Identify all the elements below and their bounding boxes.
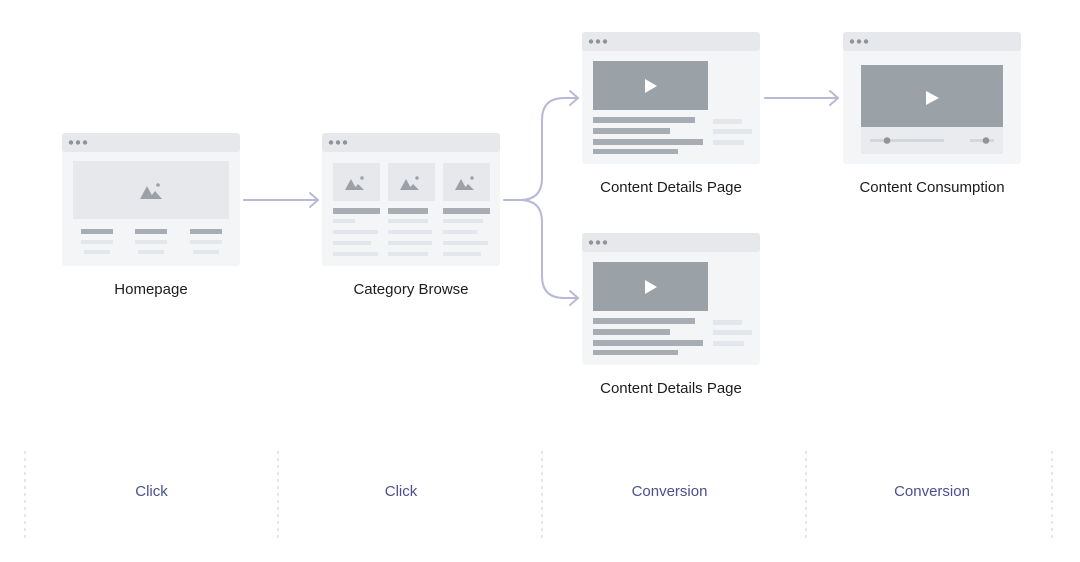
content-consumption-label: Content Consumption [859,179,1005,196]
stage-dividers [24,451,1053,540]
homepage-wireframe [62,133,240,266]
mountain-image-icon [345,176,474,190]
content-details-bottom-label: Content Details Page [600,380,742,397]
mountain-image-icon [140,183,162,199]
play-icon [926,91,939,105]
content-details-top-label: Content Details Page [600,179,742,196]
three-dots-icon [328,140,348,145]
play-icon [645,79,657,93]
three-dots-icon [588,39,608,44]
category-browse-wireframe [322,133,500,266]
category-browse-label: Category Browse [353,281,469,298]
arrow-right-icon [243,192,319,208]
flow-connectors [243,90,839,306]
content-details-bottom-wireframe [582,233,760,365]
step-label-2: Click [384,483,418,500]
step-label-3: Conversion [631,483,708,500]
three-dots-icon [849,39,869,44]
category-text-lines [333,208,490,256]
branch-connector-top [503,90,579,201]
homepage-text-lines [81,229,222,254]
branch-connector-bottom [519,199,579,306]
three-dots-icon [68,140,88,145]
content-details-top-wireframe [582,32,760,164]
three-dots-icon [588,240,608,245]
step-label-1: Click [135,483,168,500]
step-label-4: Conversion [894,483,970,500]
homepage-label: Homepage [114,281,188,298]
content-consumption-wireframe [843,32,1021,164]
play-icon [645,280,657,294]
arrow-right-icon [764,90,839,106]
